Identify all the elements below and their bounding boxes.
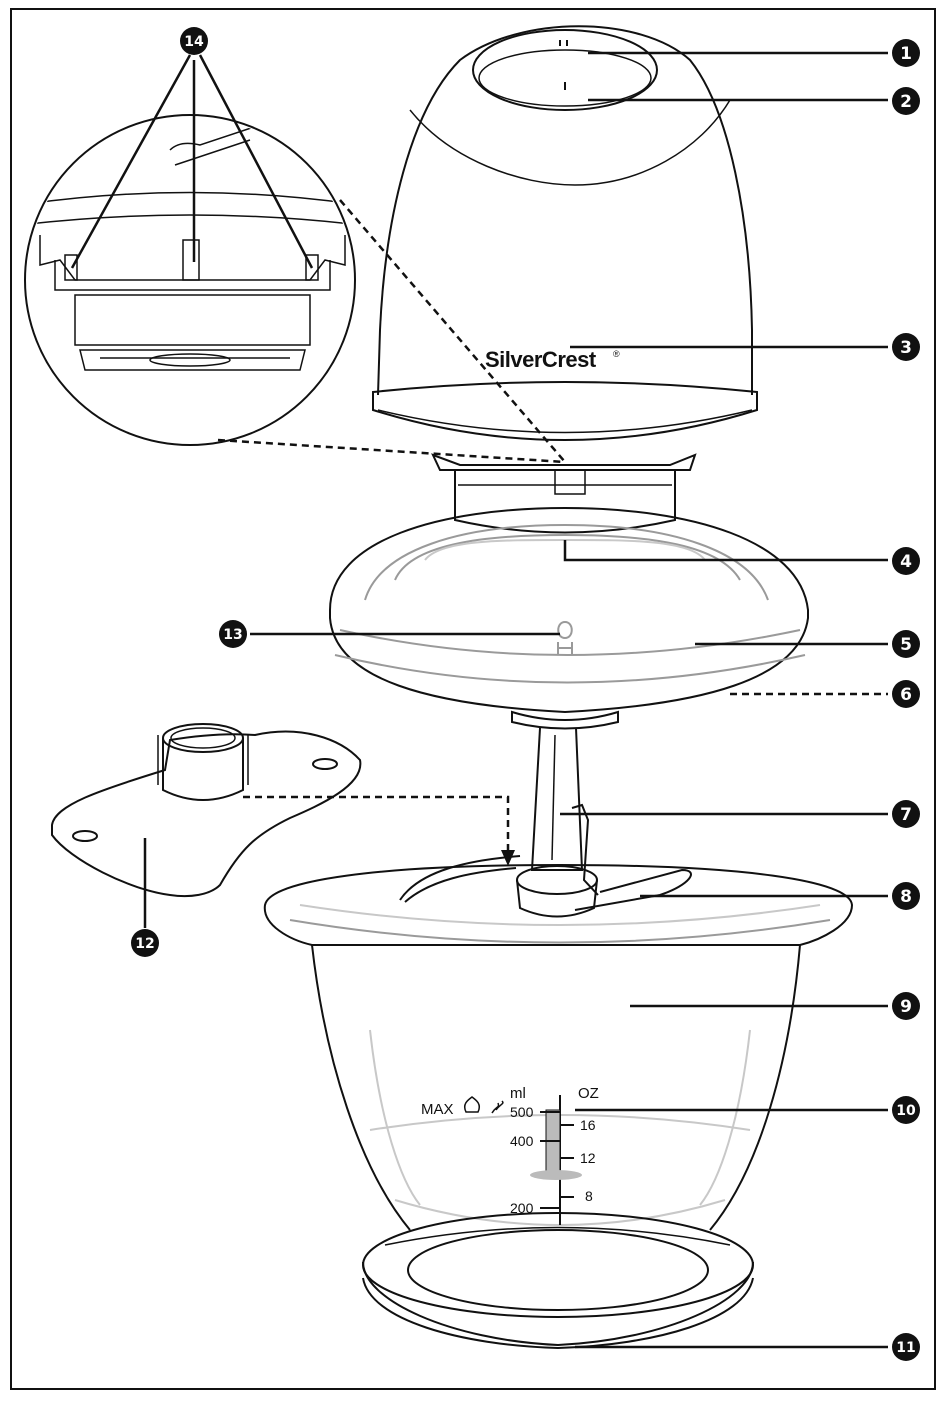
brand-registered-mark: ® <box>613 349 620 359</box>
non-slip-base <box>363 1213 753 1348</box>
svg-text:4: 4 <box>900 552 912 572</box>
scale-oz-label: OZ <box>578 1085 599 1102</box>
svg-text:9: 9 <box>900 997 912 1017</box>
svg-text:13: 13 <box>223 627 242 643</box>
callout-4: 4 <box>892 547 920 575</box>
svg-text:12: 12 <box>135 936 154 952</box>
lid <box>330 508 808 729</box>
svg-text:5: 5 <box>900 635 912 655</box>
svg-text:14: 14 <box>184 34 204 50</box>
scale-oz-tick-16: 16 <box>580 1117 596 1133</box>
callout-5: 5 <box>892 630 920 658</box>
svg-text:1: 1 <box>900 44 912 64</box>
callout-1: 1 <box>892 39 920 67</box>
splash-guard <box>52 724 360 896</box>
scale-ml-tick-500: 500 <box>510 1104 534 1120</box>
callout-2: 2 <box>892 87 920 115</box>
callout-7: 7 <box>892 800 920 828</box>
brand-logo: SilverCrest <box>485 347 597 372</box>
callout-3: 3 <box>892 333 920 361</box>
callout-13: 13 <box>219 620 247 648</box>
garlic-icon <box>465 1097 480 1112</box>
callout-10: 10 <box>892 1096 920 1124</box>
detail-zoom-view <box>20 115 360 445</box>
scale-ml-tick-400: 400 <box>510 1133 534 1149</box>
herb-icon <box>492 1101 503 1113</box>
callout-9: 9 <box>892 992 920 1020</box>
zoom-connector-right <box>340 200 565 462</box>
blade-assembly <box>400 728 691 917</box>
scale-oz-tick-8: 8 <box>585 1188 593 1204</box>
svg-text:11: 11 <box>896 1340 915 1356</box>
motor-unit: SilverCrest ® <box>373 26 757 532</box>
callout-6: 6 <box>892 680 920 708</box>
bowl: ml OZ MAX 500 400 200 16 12 8 <box>265 865 852 1230</box>
svg-text:7: 7 <box>900 805 912 825</box>
svg-text:3: 3 <box>900 338 912 358</box>
scale-max-label: MAX <box>421 1101 454 1118</box>
svg-text:6: 6 <box>900 685 912 705</box>
callout-8: 8 <box>892 882 920 910</box>
svg-text:8: 8 <box>900 887 912 907</box>
zoom-connector-bottom <box>218 440 565 462</box>
svg-text:10: 10 <box>896 1103 916 1119</box>
callout-12: 12 <box>131 929 159 957</box>
callout-11: 11 <box>892 1333 920 1361</box>
scale-ml-label: ml <box>510 1085 526 1102</box>
leader-lines <box>72 53 888 1347</box>
scale-oz-tick-12: 12 <box>580 1150 596 1166</box>
callout-14: 14 <box>180 27 208 55</box>
svg-text:2: 2 <box>900 92 912 112</box>
splash-guard-connector <box>243 797 508 858</box>
